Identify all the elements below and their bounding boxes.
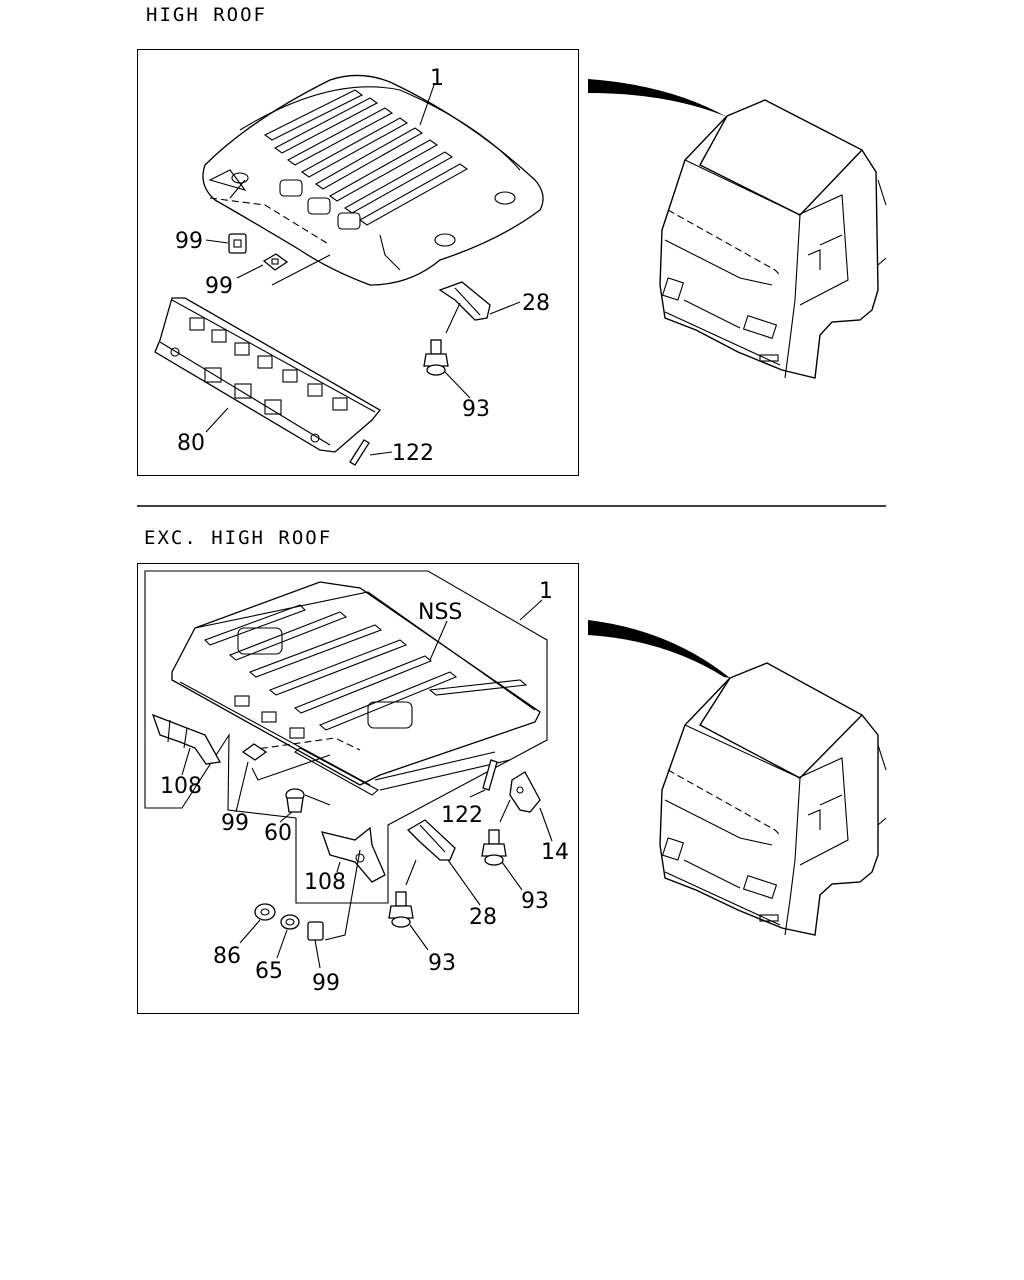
retainer-99-bottom-b xyxy=(307,921,324,941)
panel-exc-high-roof xyxy=(137,563,579,1014)
callout-outline-bottom xyxy=(144,570,548,904)
label-1-top: 1 xyxy=(430,66,444,91)
label-99-top-a: 99 xyxy=(175,229,203,254)
bolt-93-top xyxy=(423,339,449,376)
bracket-28-bottom xyxy=(406,819,456,861)
bracket-28-top xyxy=(438,281,491,321)
clip-122-bottom xyxy=(482,759,498,791)
plug-60 xyxy=(285,788,305,813)
label-28-bottom: 28 xyxy=(469,905,497,930)
section-heading-exc-high-roof: EXC. HIGH ROOF xyxy=(144,527,333,549)
label-65: 65 xyxy=(255,959,283,984)
bracket-14 xyxy=(509,771,541,813)
section-heading-high-roof: HIGH ROOF xyxy=(146,4,267,26)
label-99-top-b: 99 xyxy=(205,274,233,299)
clip-122-top xyxy=(349,439,370,466)
label-99-bottom-b: 99 xyxy=(312,971,340,996)
label-80-top: 80 xyxy=(177,431,205,456)
label-93-top: 93 xyxy=(462,397,490,422)
label-99-bottom-a: 99 xyxy=(221,811,249,836)
cab-standard-roof-illustration xyxy=(588,620,887,936)
nut-86 xyxy=(254,903,276,921)
label-nss: NSS xyxy=(418,600,462,625)
label-60: 60 xyxy=(264,821,292,846)
label-122-top: 122 xyxy=(392,441,434,466)
label-93-bottom-right: 93 xyxy=(521,889,549,914)
label-108-bottom-a: 108 xyxy=(160,774,202,799)
cab-high-roof-illustration xyxy=(588,79,887,379)
leaders-bottom xyxy=(181,599,553,969)
washer-65 xyxy=(280,914,300,930)
leaders-top xyxy=(205,84,521,456)
roof-frame-80 xyxy=(154,297,381,453)
standard-roof-panel-part xyxy=(171,581,541,796)
label-14: 14 xyxy=(541,840,569,865)
label-28-top: 28 xyxy=(522,291,550,316)
clip-108-bracket xyxy=(320,826,386,883)
label-108-bottom-b: 108 xyxy=(304,870,346,895)
label-93-bottom-left: 93 xyxy=(428,951,456,976)
panel-high-roof xyxy=(137,49,579,476)
retainer-99-top-b xyxy=(262,253,289,271)
bolt-93-bottom-left xyxy=(388,891,414,928)
retainer-99-top-a xyxy=(228,233,247,254)
label-1-bottom: 1 xyxy=(539,579,553,604)
high-roof-panel-part xyxy=(202,74,544,286)
clip-108-left xyxy=(151,713,222,765)
label-86: 86 xyxy=(213,944,241,969)
retainer-99-bottom-a xyxy=(241,743,268,761)
bolt-93-bottom-right xyxy=(481,829,507,866)
label-122-bottom: 122 xyxy=(441,803,483,828)
